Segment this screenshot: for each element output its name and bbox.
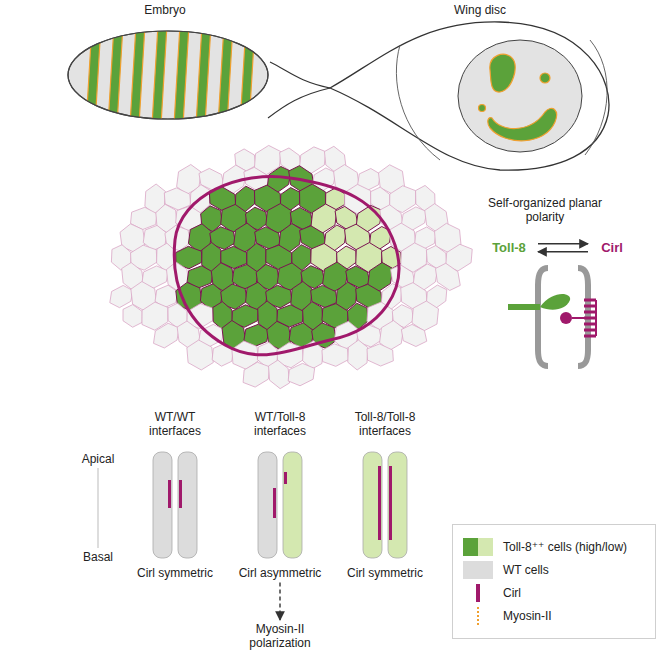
cirl-bar (284, 472, 287, 484)
cell-side (153, 452, 172, 558)
legend-row: WT cells (463, 561, 645, 579)
legend-row: Cirl (463, 584, 645, 602)
cell (268, 360, 289, 389)
toll8-ectodomain (540, 294, 570, 310)
legend-text: Toll-8⁺⁺ cells (high/low) (503, 540, 627, 554)
wing-disc-fold (396, 45, 440, 160)
cirl-bar (179, 480, 182, 508)
node-title: Toll-8/Toll-8 interfaces (338, 410, 432, 439)
clone (540, 73, 550, 83)
wing-disc-fold (585, 40, 607, 155)
stripe (108, 25, 123, 125)
cirl-bar (389, 466, 392, 540)
interface-panel: WT/Toll-8 interfacesCirl asymmetric (233, 410, 327, 580)
stripe (174, 25, 189, 125)
swatch-fill-low (478, 538, 493, 556)
legend-text: Myosin-II (503, 609, 552, 623)
cirl-transmembrane (584, 300, 596, 336)
node-note: Cirl asymmetric (233, 566, 327, 580)
axis-line (98, 468, 99, 548)
toll8-receptor (508, 304, 540, 310)
legend-row: Myosin-II (463, 607, 645, 625)
node-title: WT/WT interfaces (128, 410, 222, 439)
stripe (86, 25, 101, 125)
cell (367, 344, 393, 366)
wing-disc-stalk (268, 88, 330, 118)
cell-side (283, 452, 302, 558)
node-note: Cirl symmetric (338, 566, 432, 580)
cell (322, 344, 348, 367)
wing-pouch (458, 40, 582, 152)
protein-label: Toll-8 (484, 240, 534, 256)
wing-disc-outline (330, 22, 609, 170)
connector-arrow (538, 251, 588, 252)
cell (110, 285, 133, 307)
cell (288, 363, 314, 385)
cirl-ectodomain (560, 312, 572, 324)
cirl-bar (273, 488, 276, 518)
legend-swatch (463, 538, 493, 556)
swatch-fill (463, 561, 493, 579)
node-title: WT/Toll-8 interfaces (233, 410, 327, 439)
clone-boundary (174, 177, 399, 355)
legend-swatch (463, 607, 493, 625)
cirl-bar (378, 466, 381, 540)
cell-side (258, 452, 277, 558)
clone (479, 105, 486, 112)
node-note: Cirl symmetric (128, 566, 222, 580)
cell (123, 305, 142, 328)
cell (348, 340, 368, 370)
interface-panel: WT/WT interfacesCirl symmetric (128, 410, 222, 580)
cirl-tail (595, 300, 597, 336)
legend-swatch (463, 584, 493, 602)
interface-cells (153, 452, 407, 558)
clone (490, 54, 515, 92)
stage-label: Embryo (120, 3, 210, 17)
connector-arrow (279, 582, 280, 620)
legend-text: Cirl (503, 586, 521, 600)
node-title: Wing disc (430, 3, 530, 17)
annotation: Apical (70, 452, 126, 466)
cell-side (178, 452, 197, 558)
legend: Toll-8⁺⁺ cells (high/low) WT cellsCirlMyo… (452, 524, 656, 639)
stripe (196, 25, 211, 125)
cirl-helices (584, 300, 596, 336)
cell-grid (110, 145, 472, 388)
embryo-outline (68, 31, 268, 119)
clone (488, 108, 557, 140)
stripe (240, 25, 255, 125)
node-title: Cirl (592, 240, 632, 256)
protein-label: Cirl (592, 240, 632, 256)
connector-arrow (538, 243, 588, 244)
swatch-fill (463, 538, 478, 556)
annotation: Basal (70, 550, 126, 564)
cirl-bar (168, 480, 171, 508)
legend-text: WT cells (503, 563, 549, 577)
cell (154, 323, 180, 348)
interface-panel: Toll-8/Toll-8 interfacesCirl symmetric (338, 410, 432, 580)
stripe (152, 25, 167, 125)
annotation: Self-organized planar polarity (470, 196, 620, 225)
node-title: Myosin-II polarization (233, 622, 327, 651)
cell-side (388, 452, 407, 558)
myosin-sample (477, 607, 479, 625)
cirl-linker (572, 317, 584, 319)
stage-label: Wing disc (430, 3, 530, 17)
legend-row: Toll-8⁺⁺ cells (high/low) (463, 538, 645, 556)
wing-disc-stalk (270, 62, 330, 88)
stripe (130, 25, 145, 125)
membrane (538, 268, 548, 366)
node-title: Toll-8 (484, 240, 534, 256)
cell-side (363, 452, 382, 558)
cell (243, 362, 270, 387)
legend-swatch (463, 561, 493, 579)
cell (401, 324, 426, 346)
cell (187, 340, 213, 370)
stripe (218, 25, 233, 125)
outcome-label: Myosin-II polarization (233, 622, 327, 651)
node-title: Embryo (120, 3, 210, 17)
cirl-sample (476, 584, 480, 602)
